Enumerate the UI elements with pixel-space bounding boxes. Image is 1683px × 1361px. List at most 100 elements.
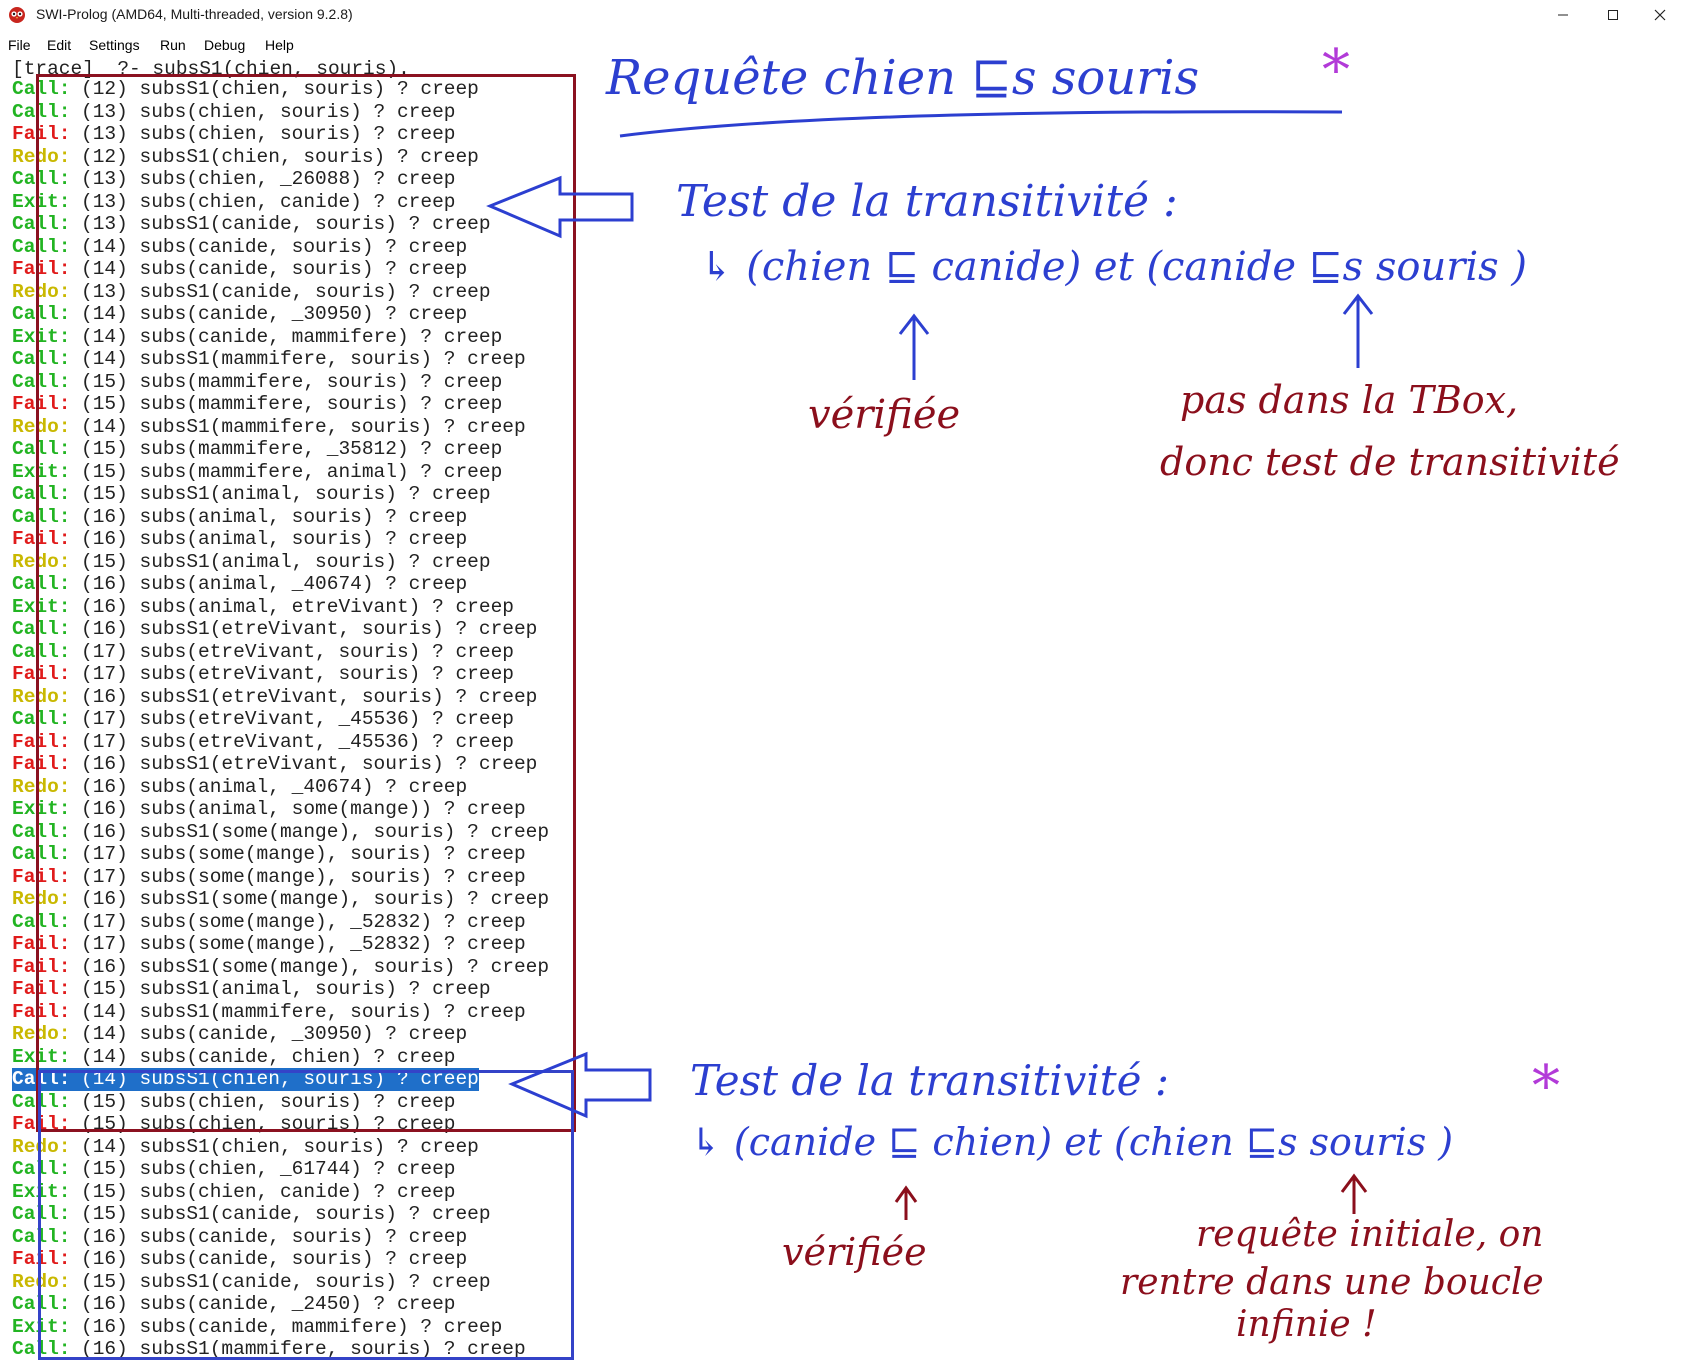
swi-prolog-owl-icon (9, 7, 25, 23)
trace-creep: ? creep (396, 1270, 491, 1293)
trace-goal: subs(animal, _40674) (139, 775, 374, 798)
trace-depth: (15) (81, 438, 128, 460)
trace-goal: subs(mammifere, _35812) (139, 438, 409, 460)
trace-port: Fail: (12, 123, 71, 145)
trace-creep: ? creep (373, 258, 468, 280)
trace-depth: (14) (81, 258, 128, 280)
trace-depth: (14) (81, 303, 128, 325)
trace-depth: (14) (81, 1000, 128, 1023)
trace-creep: ? creep (396, 978, 491, 1000)
trace-creep: ? creep (361, 1293, 456, 1315)
trace-depth: (14) (81, 325, 128, 348)
trace-creep: ? creep (455, 955, 550, 978)
trace-line: Call:(13) subsS1(canide, souris) ? creep (12, 213, 491, 236)
trace-depth: (16) (81, 820, 128, 843)
trace-port: Call: (12, 708, 71, 730)
second-trace-box (38, 1070, 574, 1360)
trace-creep: ? creep (455, 820, 550, 843)
trace-goal: subs(animal, _40674) (139, 573, 374, 595)
trace-creep: ? creep (361, 168, 456, 190)
trace-creep: ? creep (385, 78, 479, 100)
trace-creep: ? creep (396, 1203, 491, 1225)
annotation-title: Requête chien ⊑s souris (606, 50, 1200, 106)
trace-creep: ? creep (385, 145, 479, 168)
trace-port: Call: (12, 640, 71, 663)
trace-goal: subs(chien, souris) (139, 100, 362, 123)
maximize-button[interactable] (1590, 0, 1636, 30)
trace-port: Call: (12, 370, 71, 393)
trace-goal: subsS1(some(mange), souris) (139, 888, 456, 910)
minimize-icon (1558, 14, 1568, 16)
trace-port: Call: (12, 573, 71, 595)
trace-line: Exit:(13) subs(chien, canide) ? creep (12, 191, 455, 214)
trace-depth: (15) (81, 370, 128, 393)
trace-port: Redo: (12, 685, 71, 708)
first-trace-box (36, 74, 576, 1132)
trace-line: Redo:(14) subs(canide, _30950) ? creep (12, 1023, 467, 1046)
trace-port: Call: (12, 1225, 71, 1248)
trace-goal: subsS1(mammifere, souris) (139, 348, 433, 370)
trace-depth: (15) (81, 1180, 128, 1203)
trace-port: Exit: (12, 1180, 71, 1203)
menu-settings[interactable]: Settings (89, 37, 140, 53)
minimize-button[interactable] (1540, 0, 1586, 30)
close-icon (1654, 9, 1666, 21)
trace-line: Call:(14) subs(canide, _30950) ? creep (12, 303, 467, 326)
trace-line: Fail:(14) subs(canide, souris) ? creep (12, 258, 467, 281)
trace-port: Exit: (12, 190, 71, 213)
console-area[interactable]: [trace] ?- subsS1(chien, souris). Call:(… (0, 58, 1683, 1360)
maximize-icon (1608, 10, 1618, 20)
trace-port: Call: (12, 1293, 71, 1315)
trace-depth: (16) (81, 1225, 128, 1248)
trace-depth: (16) (81, 888, 128, 910)
trace-line: Redo:(14) subsS1(chien, souris) ? creep (12, 1136, 479, 1159)
trace-line: Call:(16) subsS1(some(mange), souris) ? … (12, 821, 549, 844)
trace-creep: ? creep (361, 1090, 456, 1113)
trace-creep: ? creep (420, 595, 514, 618)
trace-goal: subs(chien, _26088) (139, 168, 362, 190)
trace-creep: ? creep (420, 708, 514, 730)
trace-line: Call:(15) subs(chien, souris) ? creep (12, 1091, 455, 1114)
trace-depth: (15) (81, 978, 128, 1000)
trace-depth: (15) (81, 1203, 128, 1225)
trace-depth: (15) (81, 1270, 128, 1293)
trace-creep: ? creep (373, 1248, 468, 1270)
menu-file[interactable]: File (8, 37, 31, 53)
trace-port: Call: (12, 1203, 71, 1225)
trace-depth: (17) (81, 865, 128, 888)
trace-creep: ? creep (373, 1023, 468, 1045)
trace-depth: (15) (81, 1158, 128, 1180)
trace-line: Fail:(14) subsS1(mammifere, souris) ? cr… (12, 1001, 526, 1024)
trace-port: Redo: (12, 1023, 71, 1045)
trace-line: Fail:(17) subs(some(mange), _52832) ? cr… (12, 933, 526, 956)
trace-line: Fail:(17) subs(etreVivant, souris) ? cre… (12, 663, 514, 686)
trace-creep: ? creep (408, 370, 503, 393)
menu-run[interactable]: Run (160, 37, 186, 53)
trace-creep: ? creep (420, 663, 514, 685)
annotation-first-heading: Test de la transitivité : (676, 176, 1178, 227)
trace-port: Fail: (12, 258, 71, 280)
trace-creep: ? creep (396, 280, 491, 303)
trace-line: Exit:(16) subs(animal, some(mange)) ? cr… (12, 798, 526, 821)
trace-goal: subs(canide, _2450) (139, 1293, 362, 1315)
trace-depth: (14) (81, 1023, 128, 1045)
trace-port: Fail: (12, 753, 71, 775)
close-button[interactable] (1637, 0, 1683, 30)
menu-bar: File Edit Settings Run Debug Help (0, 34, 1683, 56)
trace-creep: ? creep (373, 235, 468, 258)
trace-goal: subs(chien, souris) (139, 123, 362, 145)
trace-goal: subs(chien, canide) (139, 190, 362, 213)
menu-debug[interactable]: Debug (204, 37, 246, 53)
annotation-second-heading: Test de la transitivité : (690, 1056, 1170, 1105)
annotation-second-verified: vérifiée (782, 1230, 927, 1274)
trace-creep: ? creep (396, 213, 491, 235)
menu-help[interactable]: Help (265, 37, 294, 53)
trace-depth: (13) (81, 123, 128, 145)
annotation-second-star: * (1532, 1054, 1560, 1119)
trace-port: Fail: (12, 528, 71, 550)
menu-edit[interactable]: Edit (47, 37, 72, 53)
trace-creep: ? creep (408, 438, 503, 460)
trace-goal: subs(chien, canide) (139, 1180, 362, 1203)
trace-depth: (12) (81, 78, 128, 100)
trace-port: Call: (12, 820, 71, 843)
